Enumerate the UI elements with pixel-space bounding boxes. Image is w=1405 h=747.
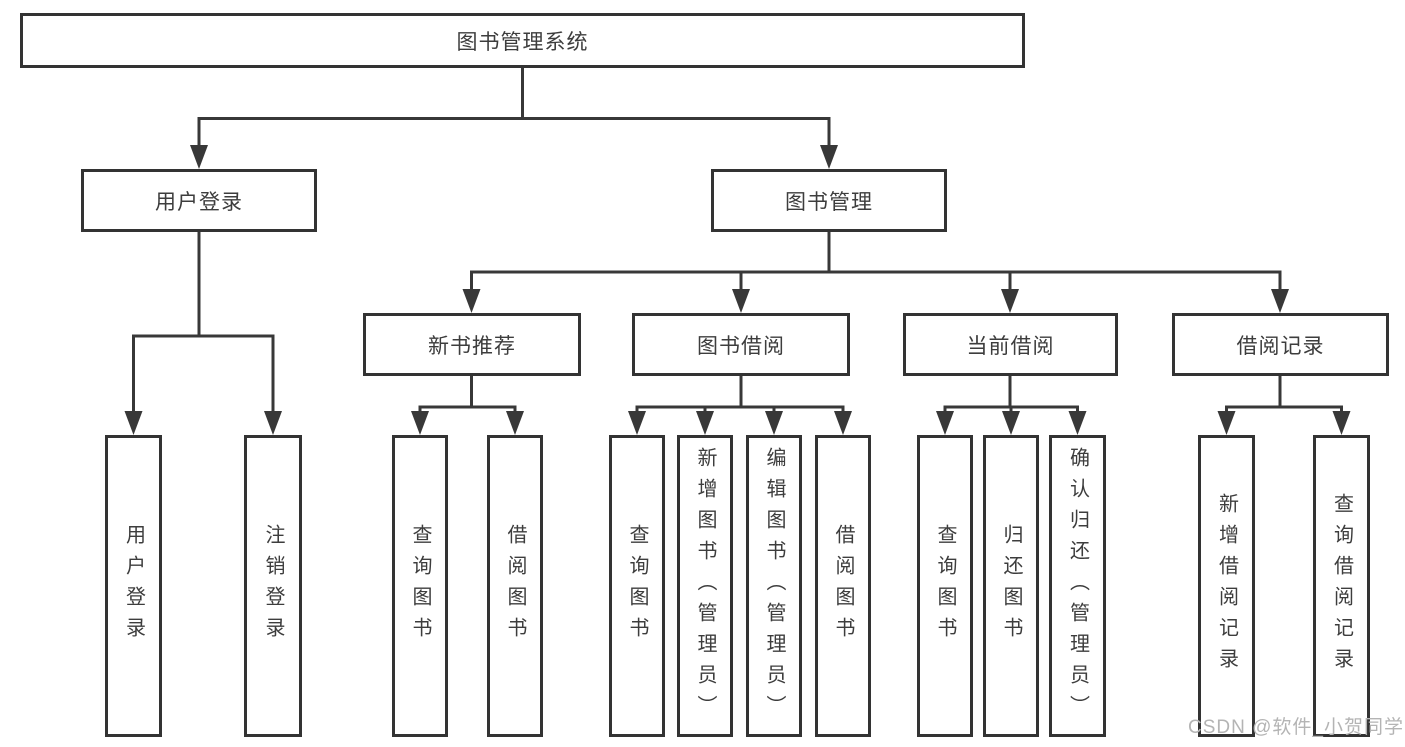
leaf-user-login-label: 用户登录 — [122, 524, 145, 648]
node-library-system: 图书管理系统 — [20, 13, 1025, 68]
leaf-current-return-books-label: 归还图书 — [1000, 524, 1022, 648]
leaf-records-add-record: 新增借阅记录 — [1198, 435, 1255, 737]
leaf-borrowing-edit-books-admin: 编辑图书（管理员） — [746, 435, 802, 737]
leaf-current-confirm-return-admin-label: 确认归还（管理员） — [1066, 446, 1089, 726]
leaf-current-confirm-return-admin: 确认归还（管理员） — [1049, 435, 1106, 737]
leaf-current-query-books-label: 查询图书 — [934, 524, 956, 648]
leaf-current-return-books: 归还图书 — [983, 435, 1039, 737]
leaf-user-login: 用户登录 — [105, 435, 162, 737]
leaf-borrowing-add-books-admin-label: 新增图书（管理员） — [694, 446, 716, 726]
node-new-book-recommend: 新书推荐 — [363, 313, 581, 376]
node-book-management-label: 图书管理 — [785, 190, 873, 214]
node-library-system-label: 图书管理系统 — [456, 30, 589, 54]
leaf-borrowing-borrow-books: 借阅图书 — [815, 435, 871, 737]
leaf-borrowing-query-books-label: 查询图书 — [626, 524, 648, 648]
watermark: CSDN @软件_小贺同学 — [1188, 717, 1404, 738]
node-book-borrowing: 图书借阅 — [632, 313, 850, 376]
node-new-book-recommend-label: 新书推荐 — [428, 334, 516, 358]
leaf-borrowing-query-books: 查询图书 — [609, 435, 665, 737]
leaf-logout-label: 注销登录 — [262, 524, 284, 648]
leaf-borrowing-add-books-admin: 新增图书（管理员） — [677, 435, 733, 737]
node-current-borrowing-label: 当前借阅 — [966, 334, 1055, 358]
leaf-borrowing-borrow-books-label: 借阅图书 — [832, 524, 854, 648]
leaf-current-query-books: 查询图书 — [917, 435, 973, 737]
leaf-recommend-query-books: 查询图书 — [392, 435, 448, 737]
node-user-login-label: 用户登录 — [155, 190, 243, 214]
leaf-records-add-record-label: 新增借阅记录 — [1215, 493, 1238, 679]
leaf-records-query-record: 查询借阅记录 — [1313, 435, 1370, 737]
leaf-recommend-borrow-books-label: 借阅图书 — [504, 524, 526, 648]
node-user-login: 用户登录 — [81, 169, 317, 232]
leaf-recommend-query-books-label: 查询图书 — [409, 524, 431, 648]
leaf-logout: 注销登录 — [244, 435, 302, 737]
node-book-borrowing-label: 图书借阅 — [697, 334, 785, 358]
node-borrowing-records-label: 借阅记录 — [1236, 334, 1325, 358]
node-book-management: 图书管理 — [711, 169, 947, 232]
leaf-recommend-borrow-books: 借阅图书 — [487, 435, 543, 737]
node-current-borrowing: 当前借阅 — [903, 313, 1118, 376]
leaf-records-query-record-label: 查询借阅记录 — [1330, 493, 1353, 679]
leaf-borrowing-edit-books-admin-label: 编辑图书（管理员） — [763, 446, 785, 726]
node-borrowing-records: 借阅记录 — [1172, 313, 1389, 376]
